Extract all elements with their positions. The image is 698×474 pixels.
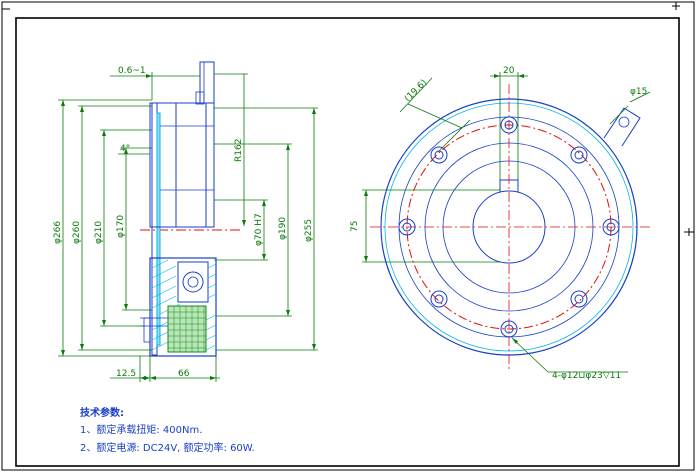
dim-bevel: 4°: [120, 144, 130, 154]
notes-line-2: 2、额定电源: DC24V, 额定功率: 60W.: [80, 441, 255, 454]
dim-radius: R162: [234, 139, 244, 162]
armature-plate: [151, 102, 158, 356]
technical-notes: 技术参数: 1、额定承载扭矩: 400Nm. 2、额定电源: DC24V, 额定…: [80, 406, 255, 454]
dim-diameter-210: φ210: [94, 221, 104, 244]
notes-line-1: 1、额定承载扭矩: 400Nm.: [80, 423, 202, 436]
diameter-dimensions: [58, 72, 318, 382]
dim-diameter-260: φ260: [72, 221, 82, 244]
dim-diameter-190: φ190: [278, 217, 288, 240]
bearing: [177, 261, 209, 303]
dim-gap: 0.6~1: [118, 66, 146, 76]
dim-width-12-5: 12.5: [116, 369, 136, 379]
front-view: 20 (19.6) 75 φ15 4-φ12⊔φ23▽11: [350, 66, 651, 381]
dim-width-66: 66: [178, 369, 190, 379]
corner-markers: [2, 2, 694, 236]
bolt-holes: [398, 116, 620, 338]
dim-pin-hole: φ15: [630, 87, 647, 97]
flange-body: [149, 102, 215, 228]
notes-title: 技术参数:: [80, 406, 124, 419]
dim-diameter-255: φ255: [304, 219, 314, 242]
dim-keyway-depth: (19.6): [403, 78, 429, 104]
dim-diameter-170: φ170: [116, 215, 126, 238]
side-section-view: 0.6~1 4° R162 φ266 φ260 φ210 φ170 φ70 H7…: [53, 61, 318, 382]
dim-holes-spec: 4-φ12⊔φ23▽11: [552, 371, 621, 381]
front-dimensions: [362, 72, 651, 373]
dim-keyway-width: 20: [503, 66, 515, 76]
dim-diameter-70h7: φ70 H7: [254, 213, 264, 246]
title-frame: [15, 17, 680, 467]
friction-disc: [156, 112, 161, 346]
pin-lug: [603, 107, 641, 147]
dimension-arrows: [61, 74, 316, 380]
dim-hub-offset: 75: [350, 221, 360, 232]
coil-winding: [167, 305, 207, 353]
section-hatching: [151, 259, 217, 351]
hub-section: [149, 257, 217, 357]
mounting-tab: [199, 61, 215, 103]
dim-diameter-266: φ266: [53, 221, 63, 244]
